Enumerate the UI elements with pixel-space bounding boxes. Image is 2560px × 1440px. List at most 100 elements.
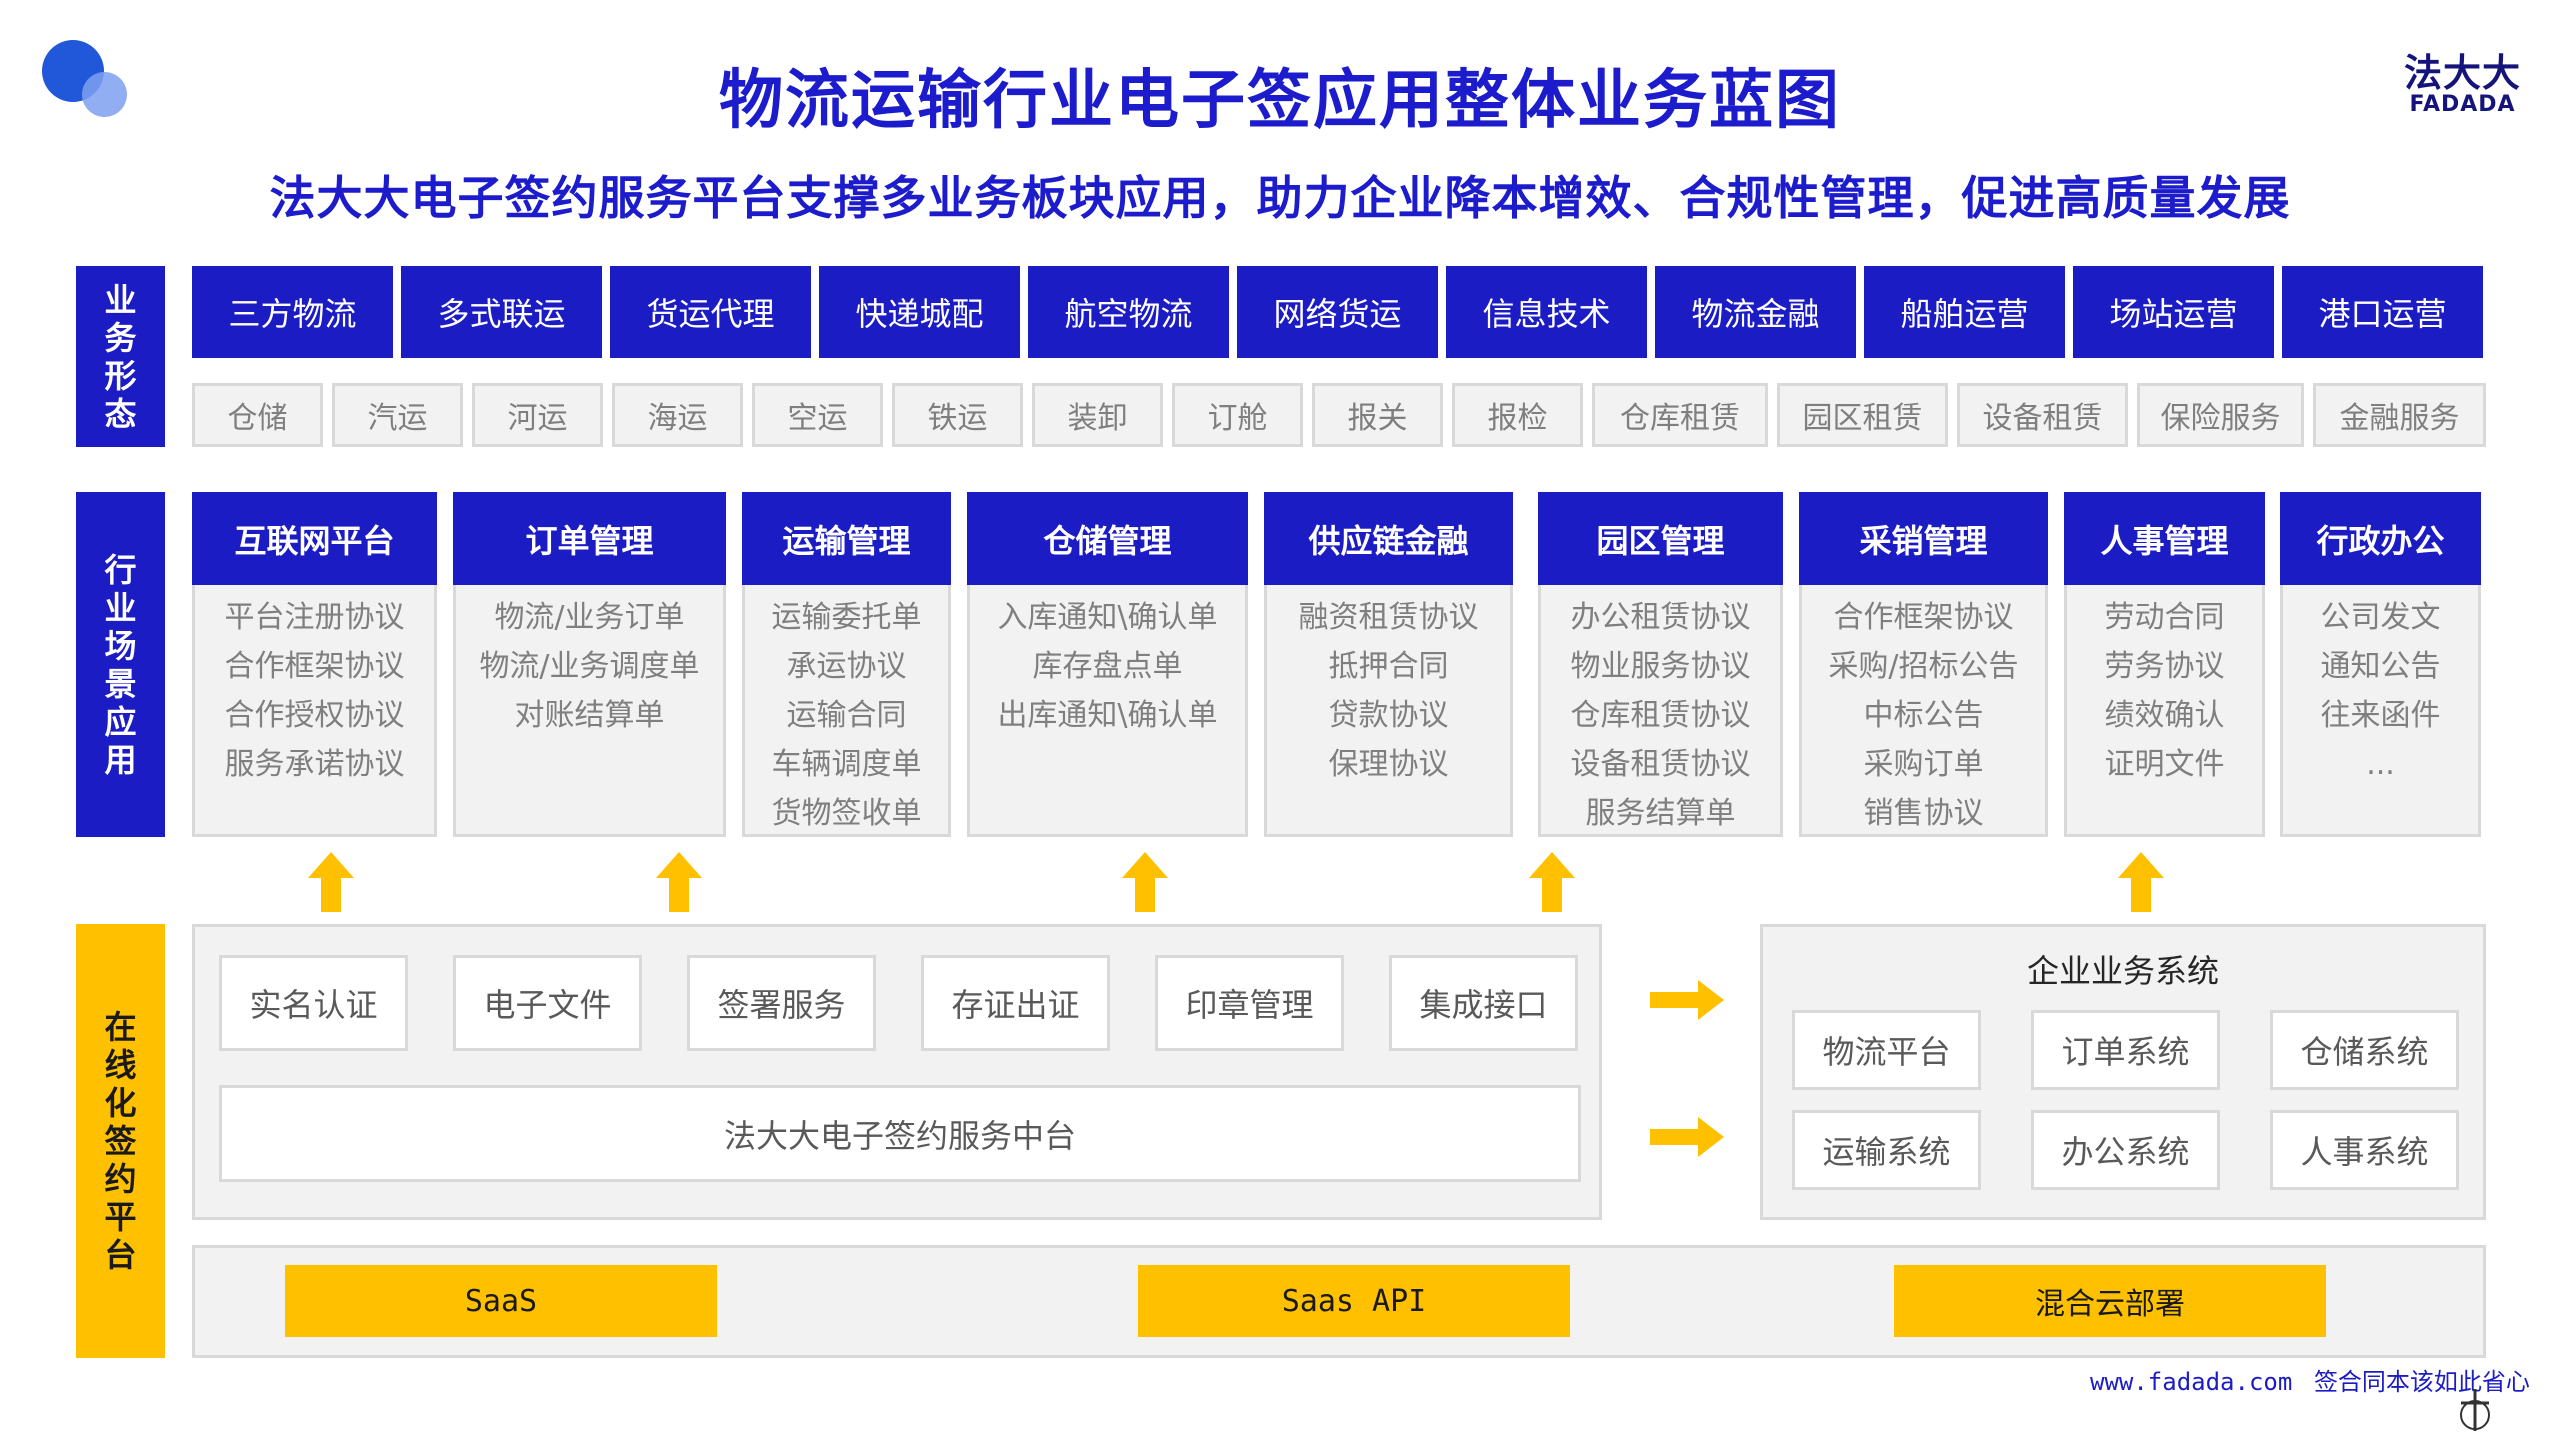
deployment-hybrid-cloud: 混合云部署 [1894,1265,2326,1337]
service-tag: 报关 [1312,383,1443,447]
scenario-item: 融资租赁协议 [1298,600,1479,635]
side-label-platform: 在 线 化 签 约 平 台 [76,924,165,1358]
side-char: 业 [104,588,137,627]
side-char: 行 [104,550,137,589]
scenario-body: 融资租赁协议 抵押合同 贷款协议 保理协议 [1264,585,1513,837]
arrow-right-icon [1650,1117,1724,1157]
scenario-item: 库存盘点单 [1032,649,1183,684]
side-char: 态 [104,394,137,433]
service-tag: 铁运 [892,383,1023,447]
scenario-item: 办公租赁协议 [1570,600,1751,635]
scenario-item: 合作框架协议 [224,649,405,684]
service-tag: 仓库租赁 [1592,383,1768,447]
business-form-box: 信息技术 [1446,266,1647,358]
scenario-header: 供应链金融 [1264,492,1513,585]
scenario-item: 物流/业务订单 [494,600,685,635]
service-tag: 园区租赁 [1777,383,1948,447]
scenario-header: 园区管理 [1538,492,1783,585]
side-char: 务 [104,318,137,357]
scenario-body: 平台注册协议 合作框架协议 合作授权协议 服务承诺协议 [192,585,437,837]
scenario-item: 采购订单 [1863,747,1984,782]
enterprise-system: 仓储系统 [2270,1010,2459,1090]
side-label-scenarios: 行 业 场 景 应 用 [76,492,165,837]
side-char: 应 [104,702,137,741]
scenario-item: 平台注册协议 [224,600,405,635]
footer-slogan: 签合同本该如此省心 [2313,1368,2530,1396]
side-label-business-form: 业 务 形 态 [76,266,165,447]
scenario-header: 行政办公 [2280,492,2481,585]
scenario-header: 仓储管理 [967,492,1248,585]
watermark-logo-icon [2460,1389,2490,1431]
service-tag: 装卸 [1032,383,1163,447]
service-tag: 河运 [472,383,603,447]
decor-circle-small [82,72,127,117]
enterprise-system: 物流平台 [1792,1010,1981,1090]
side-char: 在 [104,1008,137,1046]
scenario-item: 出库通知\确认单 [997,698,1218,733]
logo-en-text: FADADA [2409,92,2516,117]
side-char: 线 [104,1046,137,1084]
enterprise-system: 人事系统 [2270,1110,2459,1190]
scenario-item: 公司发文 [2320,600,2441,635]
arrow-up-icon [2118,852,2164,912]
enterprise-systems-title: 企业业务系统 [2026,952,2219,990]
arrow-up-icon [308,852,354,912]
service-tag: 设备租赁 [1957,383,2128,447]
deployment-saas: SaaS [285,1265,717,1337]
scenario-item: 运输委托单 [771,600,922,635]
page-subtitle: 法大大电子签约服务平台支撑多业务板块应用，助力企业降本增效、合规性管理，促进高质… [269,171,2291,225]
business-form-box: 快递城配 [819,266,1020,358]
scenario-item: 合作框架协议 [1833,600,2014,635]
scenario-body: 劳动合同 劳务协议 绩效确认 证明文件 [2064,585,2265,837]
esign-middle-platform: 法大大电子签约服务中台 [219,1085,1581,1182]
scenario-item: 服务结算单 [1585,796,1736,831]
side-char: 约 [104,1160,137,1198]
scenario-item: 中标公告 [1863,698,1984,733]
enterprise-system: 办公系统 [2031,1110,2220,1190]
scenario-item: 承运协议 [786,649,907,684]
logo-cn-text: 法大大 [2403,51,2521,95]
arrow-up-icon [1529,852,1575,912]
scenario-item: 劳务协议 [2104,649,2225,684]
service-tag: 仓储 [192,383,323,447]
footer: www.fadada.com 签合同本该如此省心 [2090,1362,2530,1402]
side-char: 平 [104,1198,137,1236]
platform-service: 实名认证 [219,955,408,1051]
footer-site: www.fadada.com [2090,1368,2293,1396]
scenario-item: 采购/招标公告 [1828,649,2019,684]
scenario-item: 对账结算单 [514,698,665,733]
side-char: 形 [104,356,137,395]
scenario-body: 入库通知\确认单 库存盘点单 出库通知\确认单 [967,585,1248,837]
scenario-header: 互联网平台 [192,492,437,585]
scenario-item: 设备租赁协议 [1570,747,1751,782]
scenario-body: 公司发文 通知公告 往来函件 ... [2280,585,2481,837]
scenario-header: 人事管理 [2064,492,2265,585]
business-form-box: 船舶运营 [1864,266,2065,358]
side-char: 业 [104,280,137,319]
side-char: 签 [104,1122,137,1160]
scenario-header: 采销管理 [1799,492,2048,585]
service-tag: 报检 [1452,383,1583,447]
side-char: 化 [104,1084,137,1122]
scenario-item: 贷款协议 [1328,698,1449,733]
scenario-item: 仓库租赁协议 [1570,698,1751,733]
scenario-item: 证明文件 [2104,747,2225,782]
enterprise-system: 运输系统 [1792,1110,1981,1190]
scenario-item: 服务承诺协议 [224,747,405,782]
business-form-box: 网络货运 [1237,266,1438,358]
arrow-right-icon [1650,980,1724,1020]
scenario-item: 绩效确认 [2104,698,2225,733]
business-form-box: 多式联运 [401,266,602,358]
business-form-box: 三方物流 [192,266,393,358]
side-char: 景 [104,664,137,703]
scenario-item: 货物签收单 [771,796,922,831]
scenario-item: 合作授权协议 [224,698,405,733]
platform-service: 电子文件 [453,955,642,1051]
side-char: 场 [104,626,137,665]
scenario-header: 订单管理 [453,492,726,585]
business-form-box: 港口运营 [2282,266,2483,358]
scenario-item: 保理协议 [1328,747,1449,782]
scenario-body: 运输委托单 承运协议 运输合同 车辆调度单 货物签收单 [742,585,951,837]
service-tag: 汽运 [332,383,463,447]
business-form-box: 航空物流 [1028,266,1229,358]
